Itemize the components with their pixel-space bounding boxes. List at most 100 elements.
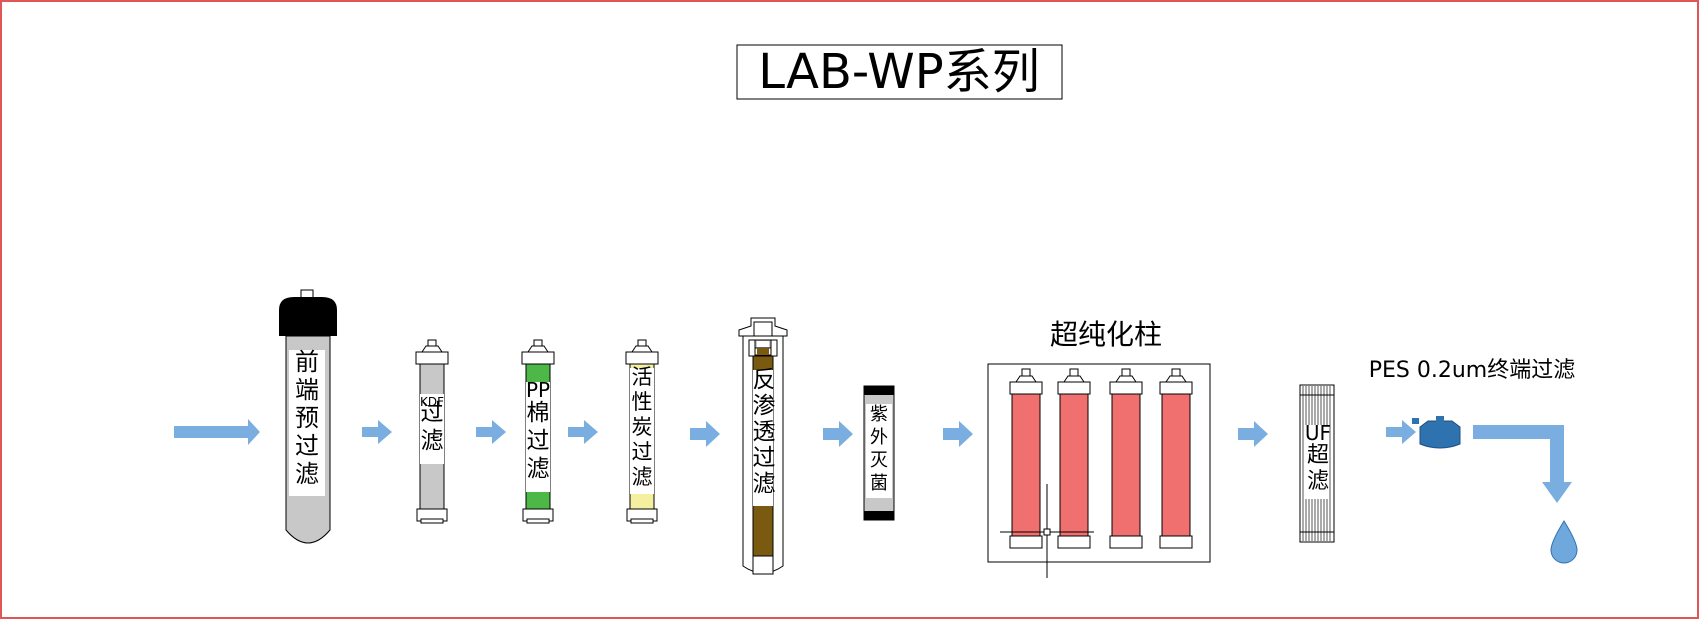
column-body [1011,393,1041,537]
column-body [1161,393,1191,537]
column-nipple [1171,368,1181,377]
ultrapure-column [1159,368,1193,549]
ro-label-char: 透 [753,419,776,445]
column-body [1059,393,1089,537]
arrow-5 [823,421,853,447]
title: LAB-WP系列 [758,44,1039,100]
carbon-label-bg [630,368,654,494]
uf-bottom-band [1299,531,1335,543]
column-top-cap [1109,381,1143,395]
uv-label-char: 紫 [870,404,888,425]
ro-port [753,321,773,337]
column-bottom-cap [1109,535,1143,549]
arrow-8 [1386,420,1416,444]
pp-shoulder [527,345,549,353]
prefilter-label-char: 前 [295,348,319,376]
kdf-shoulder [421,345,443,353]
pes-top-knob [1436,416,1444,423]
pp-label-char: 滤 [527,456,550,482]
uf-label-prefix: UF [1305,421,1331,445]
column-body [1111,393,1141,537]
uv-label-bg [866,404,892,498]
uf-top-band [1299,384,1335,396]
pp-label-char: 棉 [527,400,550,426]
uv-label-char: 灭 [870,450,888,471]
ro-label-char: 过 [753,445,776,471]
arrow-6 [943,421,973,447]
carbon-base [630,518,654,524]
ro-bottom-cap [752,555,774,575]
pes-filter-body [1419,420,1461,449]
carbon-top-cap [625,351,659,365]
stage-pes: PES 0.2um终端过滤 [1369,358,1578,564]
kdf-label-prefix: KDF [420,395,444,409]
ultrapure-column [1109,368,1143,549]
ro-label-bg [753,370,773,506]
prefilter-label-char: 滤 [295,460,319,488]
kdf-label-char: 过 [421,400,444,426]
pp-label-char: 过 [527,428,550,454]
arrow-1 [362,420,392,444]
kdf-top-cap [415,351,449,365]
ultrapure-column [1009,368,1043,549]
ultrapure-column [1057,368,1091,549]
ultrapure-title: 超纯化柱 [1050,318,1162,351]
pp-base [526,518,550,524]
column-shoulder [1165,375,1187,383]
outlet-arrow [1473,425,1572,503]
carbon-label-char: 活 [632,365,653,389]
column-bottom-cap [1057,535,1091,549]
kdf-base [420,518,444,524]
column-bottom-cap [1009,535,1043,549]
column-nipple [1069,368,1079,377]
column-shoulder [1115,375,1137,383]
column-nipple [1121,368,1131,377]
arrow-3 [568,420,598,444]
water-drop-icon [1550,520,1578,564]
uv-label-char: 外 [870,427,888,448]
pes-label: PES 0.2um终端过滤 [1369,358,1576,383]
column-nipple [1021,368,1031,377]
uf-label-bg [1305,425,1329,499]
uf-label-char: 滤 [1307,469,1329,494]
column-shoulder [1015,375,1037,383]
ro-top-seal [757,348,769,355]
kdf-label-bg [420,394,444,464]
column-top-cap [1009,381,1043,395]
flow-arrows [174,419,1572,503]
carbon-label-char: 性 [632,390,653,414]
title-box [736,44,1063,100]
carbon-label-char: 过 [632,440,653,464]
carbon-label-char: 滤 [632,465,653,489]
carbon-shoulder [631,345,653,353]
ultrapure-columns [1009,368,1193,549]
ro-label-char: 滤 [753,471,776,497]
prefilter-label-bg [289,350,325,496]
arrow-4 [690,421,720,447]
column-shoulder [1063,375,1085,383]
ro-top-tip [757,341,769,347]
uf-label-char: 超 [1307,443,1329,468]
uv-top-band [864,386,894,395]
pes-nozzle [1412,418,1419,424]
uv-bottom-band [864,511,894,520]
crosshair-center [1043,528,1051,536]
prefilter-label-char: 预 [295,404,319,432]
carbon-label-char: 炭 [632,415,653,439]
prefilter-label-char: 过 [295,432,319,460]
